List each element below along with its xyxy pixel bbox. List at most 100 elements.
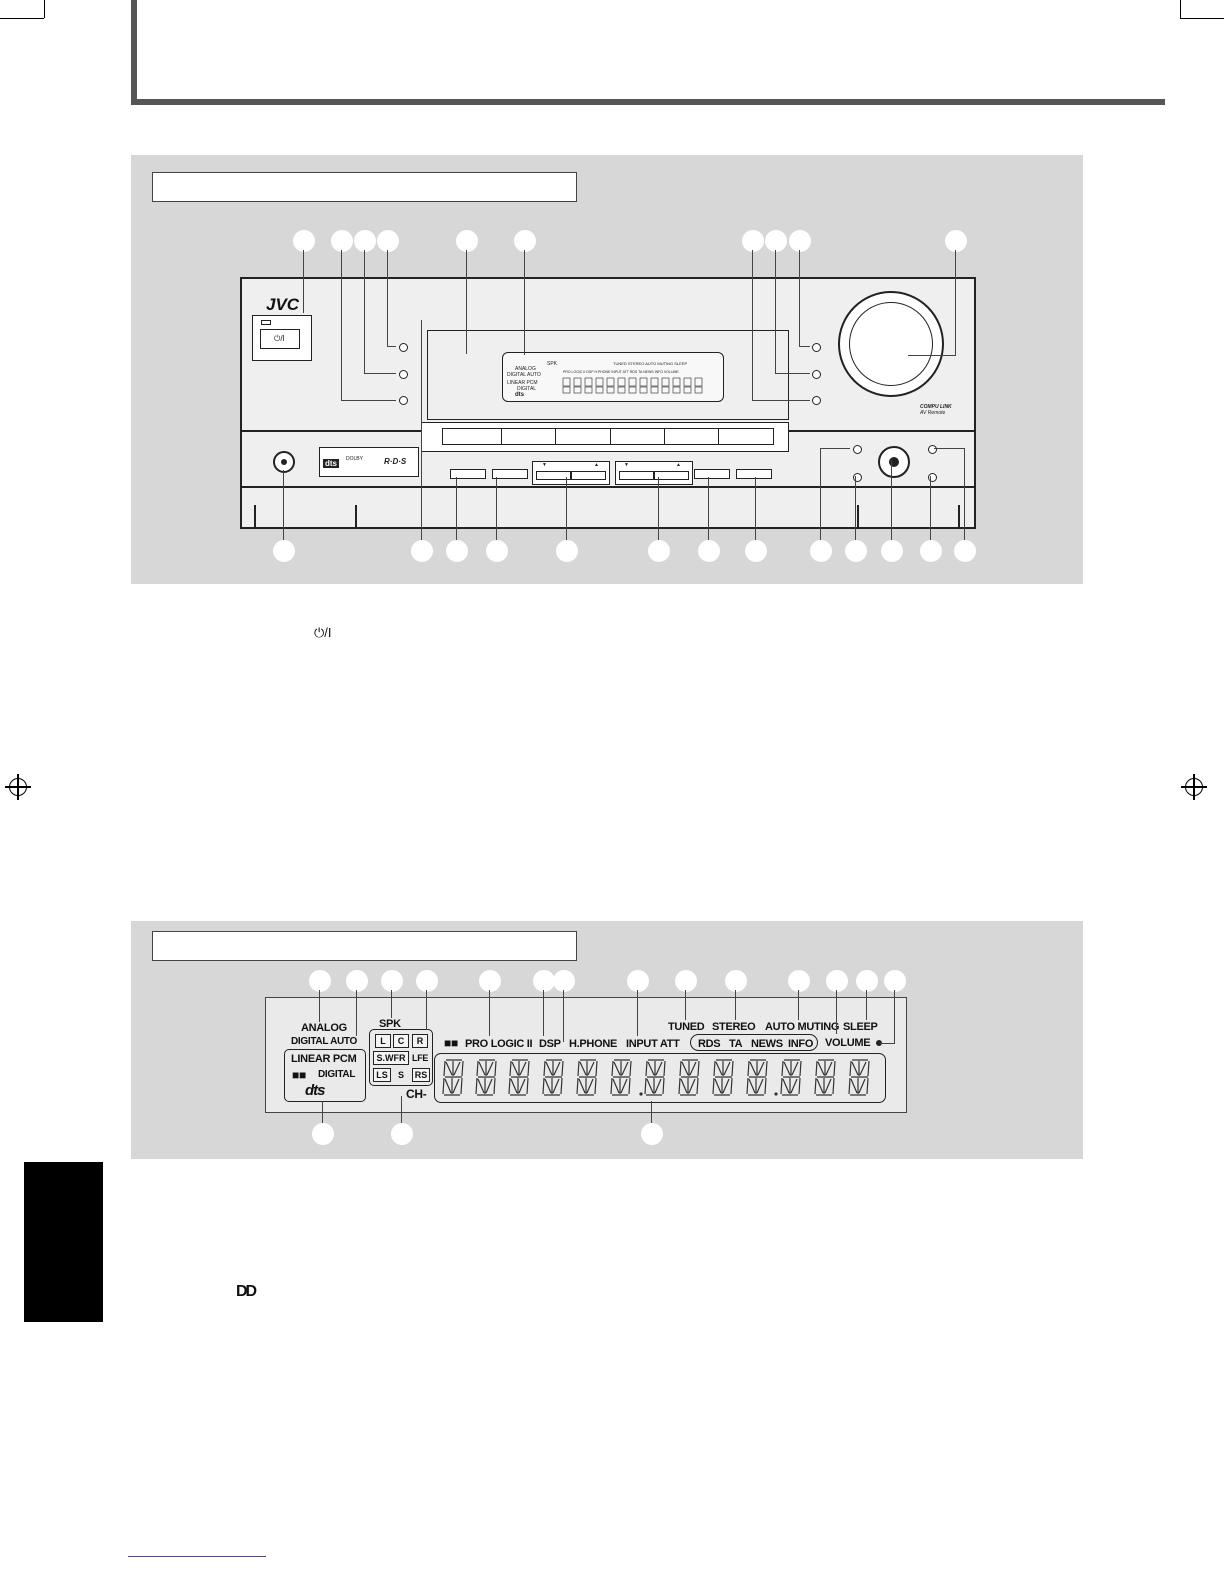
spk-c-indicator: C: [393, 1034, 409, 1048]
adjust-button[interactable]: [853, 473, 862, 482]
leader-line: [775, 250, 776, 373]
volume-indicator: VOLUME: [825, 1037, 871, 1049]
mini-segment-row: [562, 377, 703, 394]
callout-marker: [810, 540, 832, 562]
callout-marker: [765, 230, 787, 252]
receiver-foot: [857, 505, 960, 529]
crop-mark: [1180, 18, 1224, 19]
master-volume-knob[interactable]: [838, 291, 944, 397]
dolby-symbol-text: DD: [236, 1283, 257, 1300]
callout-marker: [391, 1123, 413, 1145]
display-window-frame: [427, 330, 789, 420]
leader-line: [524, 250, 525, 355]
leader-line: [651, 1101, 652, 1123]
leader-line: [880, 1043, 895, 1044]
segment-digit: [678, 1059, 700, 1096]
leader-line: [755, 477, 756, 540]
leader-line: [964, 448, 965, 540]
fm-mode-button[interactable]: [694, 469, 730, 479]
spk-lfe-indicator: LFE: [412, 1053, 429, 1063]
callout-marker: [273, 540, 295, 562]
callout-marker: [446, 540, 468, 562]
standby-indicator: [261, 320, 271, 325]
receiver-foot: [254, 505, 357, 529]
callout-marker: [312, 1123, 334, 1145]
leader-line: [364, 250, 365, 373]
leader-line: [799, 250, 800, 346]
mini-linear-pcm: LINEAR PCM: [507, 380, 538, 386]
stereo-indicator: STEREO: [712, 1021, 756, 1033]
callout-marker: [331, 230, 353, 252]
preset-down-arrow: ▼: [624, 462, 629, 468]
ch-indicator: CH-: [406, 1087, 427, 1101]
leader-line: [391, 990, 392, 1018]
front-panel-caption-box: [152, 172, 577, 202]
display-window: ANALOG DIGITAL AUTO LINEAR PCM DIGITAL d…: [502, 352, 724, 402]
leader-line: [456, 477, 457, 540]
mini-analog: ANALOG: [515, 366, 536, 372]
leader-line: [798, 990, 799, 1020]
source-button-divider: [664, 429, 665, 444]
mini-indicator-row: PRO LOGIC II DSP H.PHONE INPUT ATT RDS T…: [563, 370, 679, 374]
leader-line: [364, 373, 396, 374]
callout-marker: [411, 540, 433, 562]
callout-marker: [881, 540, 903, 562]
callout-marker: [725, 970, 747, 992]
segment-digit: [712, 1059, 734, 1096]
segment-digit: [814, 1059, 836, 1096]
leader-line: [421, 320, 422, 540]
callout-marker: [479, 970, 501, 992]
segment-digit: [442, 1059, 464, 1096]
speakers-button[interactable]: [928, 445, 937, 454]
leader-line: [341, 250, 342, 400]
dsp-indicator: DSP: [539, 1038, 561, 1050]
preset-down-button[interactable]: [619, 471, 654, 480]
input-mode-button[interactable]: [736, 469, 772, 479]
spk-swfr-indicator: S.WFR: [373, 1051, 409, 1065]
callout-marker: [698, 540, 720, 562]
multi-jog-knob[interactable]: [878, 446, 910, 478]
callout-marker: [945, 230, 967, 252]
callout-marker: [648, 540, 670, 562]
crop-mark: [44, 0, 45, 18]
segment-digit: [746, 1059, 768, 1096]
section-header-frame: [131, 0, 1165, 105]
leader-line: [752, 400, 810, 401]
leader-line: [955, 250, 956, 355]
callout-marker: [788, 970, 810, 992]
callout-marker: [675, 970, 697, 992]
setting-button[interactable]: [853, 445, 862, 454]
dimmer-button[interactable]: [928, 473, 937, 482]
auto-muting-indicator: AUTO MUTING: [765, 1021, 840, 1033]
receiver-front-panel: JVC ⏻/I ANALOG DIGITAL AUTO LINEAR PCM D…: [240, 277, 976, 529]
leader-line: [775, 373, 810, 374]
surround-mode-button[interactable]: [450, 469, 486, 479]
panel-divider: [242, 486, 974, 488]
leader-line: [566, 477, 567, 540]
decimal-point: [774, 1092, 778, 1096]
leader-line: [489, 990, 490, 1036]
phones-jack[interactable]: [273, 451, 295, 473]
power-button[interactable]: ⏻/I: [260, 329, 300, 349]
tuning-down-button[interactable]: [536, 471, 571, 480]
callout-marker: [416, 970, 438, 992]
main-segment-display: [442, 1059, 870, 1096]
language-side-tab: [24, 1162, 103, 1322]
indicator-led: [399, 343, 408, 352]
callout-marker: [514, 230, 536, 252]
leader-line: [891, 460, 892, 540]
main-display-frame: [434, 1053, 886, 1103]
dsp-mode-button[interactable]: [492, 469, 528, 479]
preset-up-button[interactable]: [654, 471, 689, 480]
callout-marker: [845, 540, 867, 562]
segment-digit: [508, 1059, 530, 1096]
callout-marker: [556, 540, 578, 562]
callout-marker: [789, 230, 811, 252]
av-remote-logo: AV Remote: [920, 410, 946, 416]
tuning-up-button[interactable]: [571, 471, 606, 480]
sleep-indicator: SLEEP: [843, 1021, 878, 1033]
indicator-led: [812, 370, 821, 379]
callout-marker: [742, 230, 764, 252]
segment-digit: [848, 1059, 870, 1096]
segment-digit: [780, 1059, 802, 1096]
